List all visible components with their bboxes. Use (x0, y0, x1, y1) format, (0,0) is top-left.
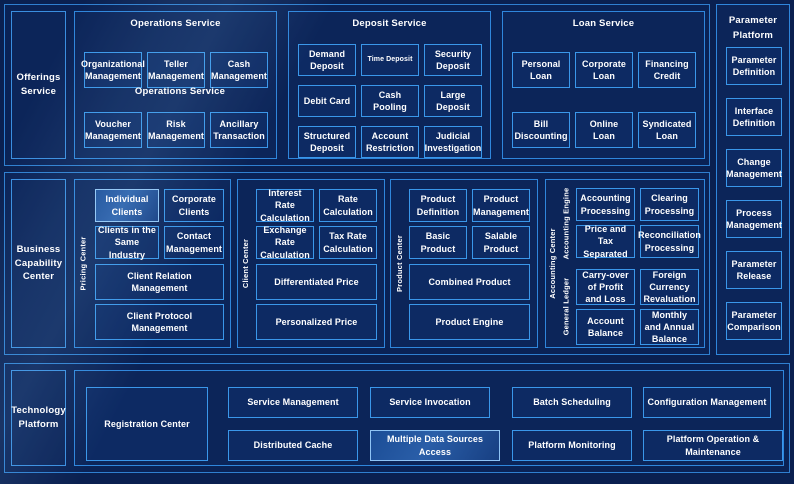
cell-registration-center[interactable]: Registration Center (86, 387, 208, 461)
cell-service-management[interactable]: Service Management (228, 387, 358, 418)
vertical-label-general-ledger: General Ledger (559, 266, 573, 346)
cell-corporate-loan[interactable]: Corporate Loan (575, 52, 633, 88)
group-accounting-center: Accounting Center Accounting Engine Acco… (545, 179, 705, 348)
group-parameter-platform: Parameter Platform Parameter Definition … (716, 4, 790, 355)
cell-clients-in-the-same-industry[interactable]: Clients in the Same Industry (95, 225, 159, 260)
cell-price-and-tax-separated[interactable]: Price and Tax Separated (576, 224, 635, 259)
cell-platform-operation-maintenance[interactable]: Platform Operation & Maintenance (643, 430, 783, 461)
cell-configuration-management[interactable]: Configuration Management (643, 387, 771, 418)
cell-service-invocation[interactable]: Service Invocation (370, 387, 490, 418)
cell-account-balance[interactable]: Account Balance (576, 309, 635, 345)
cell-process-management[interactable]: Process Management (726, 200, 782, 238)
vertical-label-accounting-engine: Accounting Engine (559, 183, 573, 264)
cell-interface-definition[interactable]: Interface Definition (726, 98, 782, 136)
vertical-label-accounting-center: Accounting Center (546, 180, 558, 347)
cell-distributed-cache[interactable]: Distributed Cache (228, 430, 358, 461)
cell-accounting-processing[interactable]: Accounting Processing (576, 188, 635, 221)
cell-parameter-release[interactable]: Parameter Release (726, 251, 782, 289)
cell-clearing-processing[interactable]: Clearing Processing (640, 188, 699, 221)
cell-product-definition[interactable]: Product Definition (409, 189, 467, 222)
cell-client-protocol-management[interactable]: Client Protocol Management (95, 304, 224, 340)
sidebar-label-offerings-service[interactable]: Offerings Service (11, 11, 66, 159)
cell-platform-monitoring[interactable]: Platform Monitoring (512, 430, 632, 461)
vertical-label-pricing-center: Pricing Center (76, 180, 90, 347)
group-technology-platform-content: Registration Center Service Management S… (74, 370, 784, 466)
cell-basic-product[interactable]: Basic Product (409, 226, 467, 259)
cell-salable-product[interactable]: Salable Product (472, 226, 530, 259)
cell-parameter-definition[interactable]: Parameter Definition (726, 47, 782, 85)
sidebar-label-offerings-service-text: Offerings Service (16, 72, 61, 97)
group-title-loan-service: Loan Service (572, 18, 635, 29)
subgroup-accounting-engine: Accounting Engine Accounting Processing … (559, 183, 703, 264)
cell-organizational-management[interactable]: Organizational Management (81, 52, 145, 88)
group-deposit-service: Deposit Service Demand Deposit Time Depo… (288, 11, 491, 159)
vertical-label-general-ledger-text: General Ledger (561, 277, 571, 335)
cell-personal-loan[interactable]: Personal Loan (512, 52, 570, 88)
cell-voucher-management[interactable]: Voucher Management (84, 112, 142, 148)
cell-multiple-data-sources-access[interactable]: Multiple Data Sources Access (370, 430, 500, 461)
cell-demand-deposit[interactable]: Demand Deposit (298, 44, 356, 76)
vertical-label-client-center: Client Center (239, 180, 253, 347)
cell-parameter-comparison[interactable]: Parameter Comparison (726, 302, 782, 340)
cell-personalized-price[interactable]: Personalized Price (256, 304, 377, 340)
vertical-label-client-center-text: Client Center (241, 238, 251, 289)
duplicate-label-operations-service: Operations Service (134, 86, 226, 97)
cell-syndicated-loan[interactable]: Syndicated Loan (638, 112, 696, 148)
cell-product-engine[interactable]: Product Engine (409, 304, 530, 340)
cell-online-loan[interactable]: Online Loan (575, 112, 633, 148)
sidebar-label-technology-platform-text: Technology Platform (11, 405, 66, 430)
cell-individual-clients[interactable]: Individual Clients (95, 189, 159, 222)
sidebar-label-business-capability-center[interactable]: Business Capability Center (11, 179, 66, 348)
cell-debit-card[interactable]: Debit Card (298, 85, 356, 117)
cell-contact-management[interactable]: Contact Management (164, 226, 224, 259)
cell-carry-over-of-profit-and-loss[interactable]: Carry-over of Profit and Loss (576, 269, 635, 305)
cell-foreign-currency-revaluation[interactable]: Foreign Currency Revaluation (640, 269, 699, 305)
group-client-center: Client Center Interest Rate Calculation … (237, 179, 385, 348)
subgroup-general-ledger: General Ledger Carry-over of Profit and … (559, 266, 703, 346)
cell-structured-deposit[interactable]: Structured Deposit (298, 126, 356, 158)
cell-judicial-investigation[interactable]: Judicial Investigation (424, 126, 482, 158)
vertical-label-accounting-engine-text: Accounting Engine (561, 187, 571, 260)
cell-cash-management[interactable]: Cash Management (210, 52, 268, 88)
group-operations-service: Operations Service Organizational Manage… (74, 11, 277, 159)
vertical-label-product-center-text: Product Center (394, 235, 404, 292)
cell-batch-scheduling[interactable]: Batch Scheduling (512, 387, 632, 418)
cell-tax-rate-calculation[interactable]: Tax Rate Calculation (319, 226, 377, 259)
cell-large-deposit[interactable]: Large Deposit (424, 85, 482, 117)
vertical-label-product-center: Product Center (392, 180, 406, 347)
cell-cash-pooling[interactable]: Cash Pooling (361, 85, 419, 117)
group-title-operations-service: Operations Service (130, 18, 221, 29)
vertical-label-accounting-center-text: Accounting Center (547, 228, 557, 299)
cell-financing-credit[interactable]: Financing Credit (638, 52, 696, 88)
cell-teller-management[interactable]: Teller Management (147, 52, 205, 88)
group-title-parameter-platform: Parameter Platform (728, 15, 778, 42)
cell-differentiated-price[interactable]: Differentiated Price (256, 264, 377, 300)
sidebar-label-technology-platform[interactable]: Technology Platform (11, 370, 66, 466)
cell-bill-discounting[interactable]: Bill Discounting (512, 112, 570, 148)
group-pricing-center: Pricing Center Individual Clients Corpor… (74, 179, 231, 348)
cell-reconciliation-processing[interactable]: Reconciliation Processing (638, 225, 701, 258)
cell-exchange-rate-calculation[interactable]: Exchange Rate Calculation (256, 225, 314, 260)
cell-product-management[interactable]: Product Management (472, 189, 530, 222)
cell-interest-rate-calculation[interactable]: Interest Rate Calculation (256, 188, 314, 223)
vertical-label-pricing-center-text: Pricing Center (78, 236, 88, 291)
group-loan-service: Loan Service Personal Loan Corporate Loa… (502, 11, 705, 159)
sidebar-label-business-capability-center-text: Business Capability Center (14, 243, 63, 283)
cell-time-deposit[interactable]: Time Deposit (361, 44, 419, 76)
cell-corporate-clients[interactable]: Corporate Clients (164, 189, 224, 222)
cell-monthly-and-annual-balance[interactable]: Monthly and Annual Balance (640, 309, 699, 345)
cell-change-management[interactable]: Change Management (726, 149, 782, 187)
group-product-center: Product Center Product Definition Produc… (390, 179, 538, 348)
cell-combined-product[interactable]: Combined Product (409, 264, 530, 300)
cell-ancillary-transaction[interactable]: Ancillary Transaction (210, 112, 268, 148)
cell-risk-management[interactable]: Risk Management (147, 112, 205, 148)
group-title-deposit-service: Deposit Service (352, 18, 427, 29)
cell-account-restriction[interactable]: Account Restriction (361, 126, 419, 158)
cell-client-relation-management[interactable]: Client Relation Management (95, 264, 224, 300)
cell-rate-calculation[interactable]: Rate Calculation (319, 189, 377, 222)
cell-security-deposit[interactable]: Security Deposit (424, 44, 482, 76)
